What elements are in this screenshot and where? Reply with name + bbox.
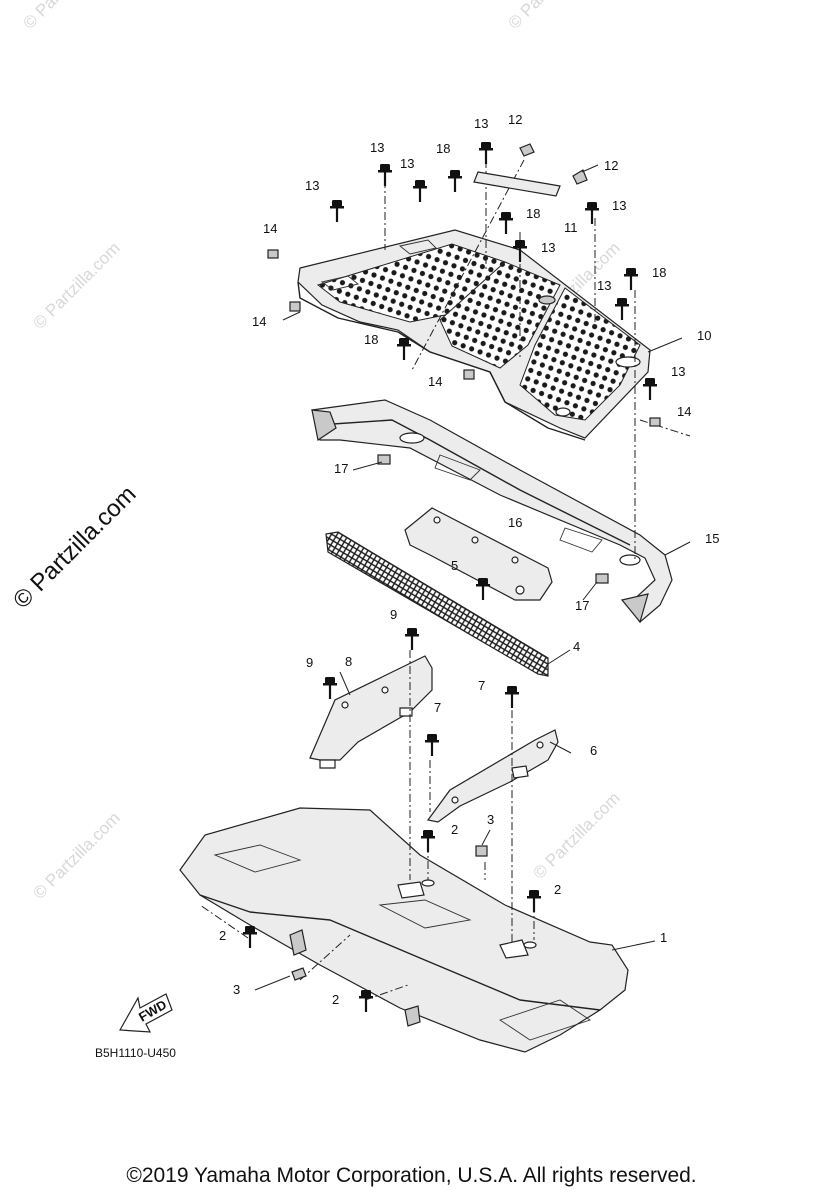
callout-5: 5 <box>451 558 458 573</box>
callout-7: 7 <box>434 700 441 715</box>
svg-text:© Partzilla.com: © Partzilla.com <box>29 808 123 902</box>
callout-6: 6 <box>590 743 597 758</box>
callout-13: 13 <box>597 278 611 293</box>
grille-panel <box>325 531 549 677</box>
diagram-code: B5H1110-U450 <box>95 1046 176 1060</box>
callout-13: 13 <box>474 116 488 131</box>
callout-8: 8 <box>345 654 352 669</box>
callout-12: 12 <box>604 158 618 173</box>
svg-text:© Partzilla.com: © Partzilla.com <box>504 0 598 33</box>
bracket-6 <box>426 729 559 823</box>
mesh-floor-panel <box>297 229 651 441</box>
callout-11: 11 <box>564 220 578 235</box>
svg-text:© Partzilla.com: © Partzilla.com <box>529 788 623 882</box>
fasteners <box>241 140 661 1014</box>
callout-3: 3 <box>233 982 240 997</box>
alignment-lines <box>199 159 691 1001</box>
callout-2: 2 <box>554 882 561 897</box>
callout-15: 15 <box>705 531 719 546</box>
callout-13: 13 <box>671 364 685 379</box>
callout-18: 18 <box>652 265 666 280</box>
callout-17: 17 <box>334 461 348 476</box>
callout-2: 2 <box>219 928 226 943</box>
callout-18: 18 <box>364 332 378 347</box>
svg-text:© Partzilla.com: © Partzilla.com <box>19 0 113 33</box>
rear-frame <box>311 399 673 624</box>
callout-7: 7 <box>478 678 485 693</box>
callout-17: 17 <box>575 598 589 613</box>
callout-13: 13 <box>370 140 384 155</box>
callout-9: 9 <box>390 607 397 622</box>
callout-1: 1 <box>660 930 667 945</box>
callout-14: 14 <box>428 374 442 389</box>
copyright-notice: ©2019 Yamaha Motor Corporation, U.S.A. A… <box>126 1164 697 1187</box>
svg-text:© Partzilla.com: © Partzilla.com <box>29 238 123 332</box>
callout-16: 16 <box>508 515 522 530</box>
callout-10: 10 <box>697 328 711 343</box>
callout-9: 9 <box>306 655 313 670</box>
callout-2: 2 <box>451 822 458 837</box>
callout-12: 12 <box>508 112 522 127</box>
callouts: 1 2 2 2 2 3 3 4 5 6 7 7 8 9 9 10 11 12 1… <box>219 112 719 1007</box>
callout-18: 18 <box>436 141 450 156</box>
callout-13: 13 <box>612 198 626 213</box>
callout-4: 4 <box>573 639 580 654</box>
bracket-16 <box>404 507 553 601</box>
callout-14: 14 <box>263 221 277 236</box>
callout-14: 14 <box>252 314 266 329</box>
callout-13: 13 <box>541 240 555 255</box>
callout-13: 13 <box>400 156 414 171</box>
callout-3: 3 <box>487 812 494 827</box>
callout-13: 13 <box>305 178 319 193</box>
callout-2: 2 <box>332 992 339 1007</box>
floor-panel <box>179 807 629 1053</box>
bracket-8 <box>309 655 433 769</box>
callout-18: 18 <box>526 206 540 221</box>
leader-lines <box>254 164 691 991</box>
fwd-arrow: FWD <box>119 993 173 1033</box>
callout-14: 14 <box>677 404 691 419</box>
